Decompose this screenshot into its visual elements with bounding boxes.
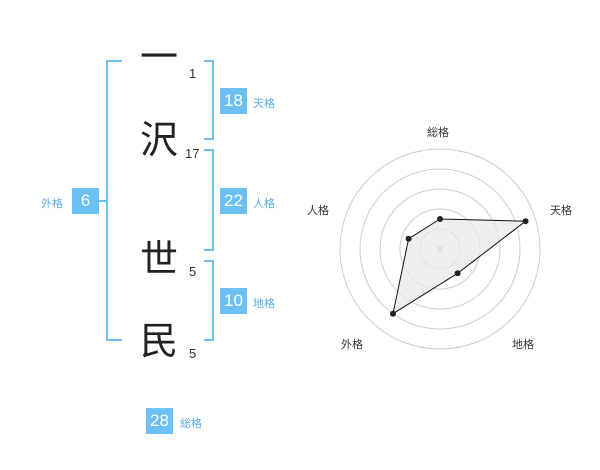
- gaikaku-value: 6: [72, 188, 99, 214]
- stroke-count-3: 5: [189, 264, 197, 279]
- stroke-count-2: 17: [185, 146, 200, 161]
- gaikaku-bracket-vertical: [106, 60, 108, 341]
- chikaku-bracket-top: [204, 260, 214, 262]
- jinkaku-label: 人格: [253, 197, 275, 210]
- stroke-count-4: 5: [189, 346, 197, 361]
- tenkaku-bracket-top: [204, 60, 214, 62]
- gaikaku-bracket-bottom: [106, 339, 122, 341]
- jinkaku-value: 22: [220, 188, 247, 214]
- radar-polygon: [392, 218, 528, 315]
- soukaku-value: 28: [146, 408, 173, 434]
- radar-point-4: [405, 235, 412, 242]
- jinkaku-bracket-vertical: [212, 149, 214, 251]
- name-char-3: 世: [140, 237, 179, 281]
- stroke-count-1: 1: [189, 66, 197, 81]
- chikaku-bracket-vertical: [212, 260, 214, 341]
- gaikaku-bracket-tick: [96, 200, 106, 202]
- radar-point-1: [522, 218, 529, 225]
- radar-axis-label-tenkaku: 天格: [550, 204, 572, 217]
- chikaku-label: 地格: [253, 297, 275, 310]
- tenkaku-label: 天格: [253, 97, 275, 110]
- radar-ring: [359, 168, 521, 330]
- chikaku-bracket-bottom: [204, 339, 214, 341]
- radar-axis-label-jinkaku: 人格: [307, 204, 329, 217]
- radar-point-0: [437, 216, 443, 222]
- radar-axis-label-chikaku: 地格: [512, 338, 534, 351]
- name-char-1: 一: [140, 35, 179, 79]
- gaikaku-label: 外格: [41, 197, 63, 210]
- tenkaku-bracket-bottom: [204, 138, 214, 140]
- chikaku-value: 10: [220, 288, 247, 314]
- tenkaku-value: 18: [220, 88, 247, 114]
- jinkaku-bracket-top: [204, 149, 214, 151]
- soukaku-label: 総格: [180, 417, 202, 430]
- name-char-4: 民: [140, 319, 179, 363]
- name-char-2: 沢: [140, 118, 179, 162]
- radar-point-2: [454, 270, 461, 277]
- radar-axis-label-soukaku: 総格: [427, 126, 449, 139]
- radar-ring: [339, 148, 541, 350]
- gaikaku-bracket-top: [106, 60, 122, 62]
- radar-axis-label-gaikaku: 外格: [341, 338, 363, 351]
- radar-point-3: [389, 310, 396, 317]
- tenkaku-bracket-vertical: [212, 60, 214, 140]
- radar-ring: [379, 188, 501, 310]
- jinkaku-bracket-bottom: [204, 249, 214, 251]
